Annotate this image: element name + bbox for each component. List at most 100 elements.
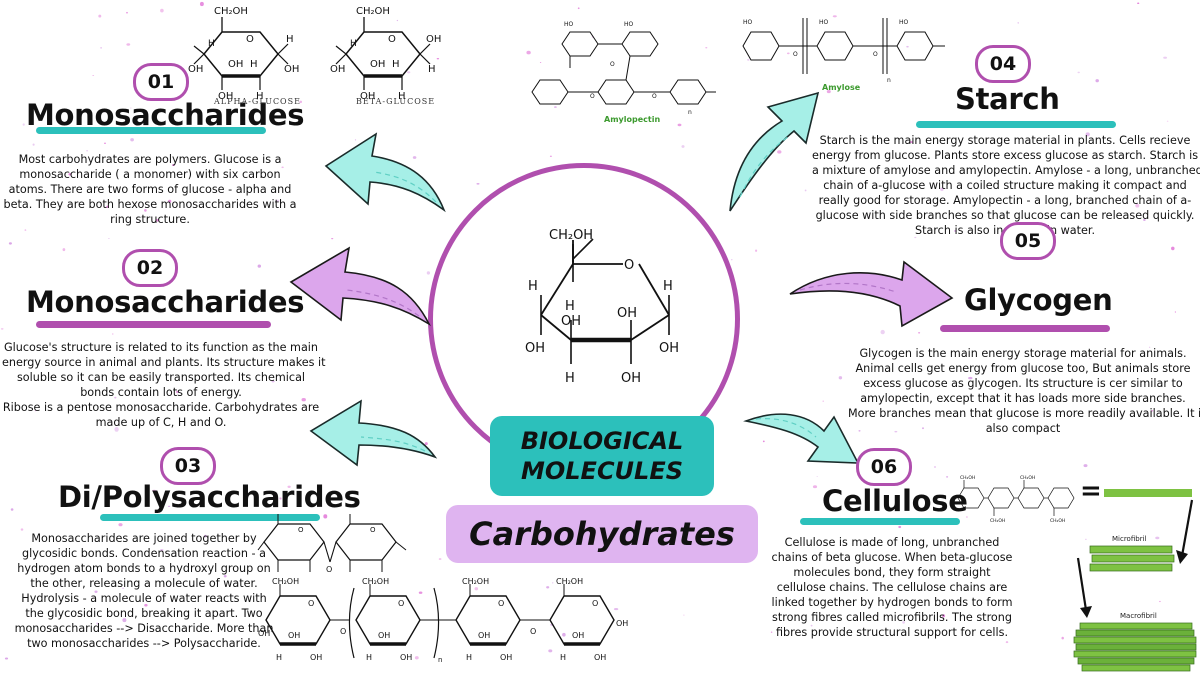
section-02-line: bonds contain lots of energy. bbox=[80, 386, 242, 399]
speckle-dot bbox=[126, 43, 131, 46]
speckle-dot bbox=[126, 11, 128, 14]
speckle-dot bbox=[20, 528, 24, 531]
section-02-underline bbox=[36, 321, 271, 328]
section-04-line: chain of a-glucose with a coiled structu… bbox=[823, 179, 1187, 192]
speckle-dot bbox=[918, 331, 921, 334]
speckle-dot bbox=[953, 230, 957, 232]
speckle-dot bbox=[92, 75, 95, 76]
speckle-dot bbox=[810, 624, 813, 627]
speckle-dot bbox=[526, 50, 531, 55]
speckle-dot bbox=[906, 45, 909, 48]
speckle-dot bbox=[1137, 2, 1140, 4]
speckle-dot bbox=[323, 514, 328, 519]
svg-text:OH: OH bbox=[310, 653, 322, 662]
svg-text:O: O bbox=[873, 51, 878, 58]
speckle-dot bbox=[106, 205, 109, 208]
microfibril-graphic bbox=[1089, 545, 1175, 572]
svg-text:H: H bbox=[208, 39, 215, 49]
speckle-dot bbox=[271, 380, 275, 383]
speckle-dot bbox=[957, 91, 960, 93]
oh-label-c2-up: OH bbox=[617, 306, 637, 321]
section-03-title: Di/Polysaccharides bbox=[58, 480, 361, 514]
svg-text:O: O bbox=[592, 599, 598, 608]
svg-text:OH: OH bbox=[616, 619, 628, 628]
section-02-line: energy source in animal and plants. Its … bbox=[2, 356, 326, 369]
speckle-dot bbox=[112, 333, 114, 335]
svg-text:OH: OH bbox=[284, 64, 299, 75]
svg-text:CH₂OH: CH₂OH bbox=[214, 6, 248, 17]
speckle-dot bbox=[223, 575, 227, 578]
svg-text:OH: OH bbox=[378, 631, 390, 640]
speckle-dot bbox=[62, 248, 66, 252]
svg-text:O: O bbox=[388, 34, 396, 45]
speckle-dot bbox=[299, 100, 303, 104]
section-03-line: the other, releasing a molecule of water… bbox=[30, 577, 258, 590]
banner-line-2: MOLECULES bbox=[520, 457, 684, 485]
speckle-dot bbox=[160, 549, 164, 551]
curved-arrow-06-icon bbox=[743, 413, 860, 464]
svg-text:OH: OH bbox=[228, 59, 243, 70]
speckle-dot bbox=[942, 614, 946, 618]
speckle-dot bbox=[122, 587, 125, 589]
speckle-dot bbox=[968, 376, 973, 380]
speckle-dot bbox=[100, 47, 102, 49]
svg-text:O: O bbox=[498, 599, 504, 608]
speckle-dot bbox=[562, 632, 566, 637]
svg-text:H: H bbox=[250, 59, 258, 70]
section-06-line: chains of beta glucose. When beta-glucos… bbox=[771, 551, 1013, 564]
svg-text:OH: OH bbox=[426, 34, 441, 45]
speckle-dot bbox=[1017, 22, 1019, 24]
speckle-dot bbox=[770, 631, 773, 633]
svg-text:H: H bbox=[366, 653, 372, 662]
svg-text:OH: OH bbox=[360, 91, 375, 102]
curved-arrow-04-icon bbox=[729, 91, 820, 212]
oh-label-c1: OH bbox=[659, 341, 679, 356]
speckle-dot bbox=[934, 466, 936, 468]
svg-text:OH: OH bbox=[288, 631, 300, 640]
svg-text:H: H bbox=[392, 59, 400, 70]
speckle-dot bbox=[8, 242, 12, 245]
chain-unit-3: CH₂OH O OH H OH bbox=[455, 577, 521, 662]
speckle-dot bbox=[275, 199, 280, 202]
svg-text:n: n bbox=[887, 77, 891, 84]
section-05-text: Glycogen is the main energy storage mate… bbox=[848, 346, 1200, 436]
beta-glucose-caption: BETA-GLUCOSE bbox=[356, 97, 436, 106]
speckle-dot bbox=[257, 264, 261, 268]
speckle-dot bbox=[922, 427, 924, 430]
speckle-dot bbox=[160, 8, 164, 13]
speckle-dot bbox=[548, 649, 553, 653]
speckle-dot bbox=[354, 139, 357, 141]
amylopectin-label: Amylopectin bbox=[604, 115, 661, 124]
speckle-dot bbox=[894, 430, 898, 433]
curved-arrow-05-icon bbox=[789, 260, 954, 328]
speckle-dot bbox=[32, 143, 35, 146]
speckle-dot bbox=[291, 113, 293, 115]
speckle-dot bbox=[68, 173, 72, 176]
speckle-dot bbox=[826, 90, 831, 94]
speckle-dot bbox=[816, 476, 818, 477]
speckle-dot bbox=[858, 430, 861, 432]
speckle-dot bbox=[156, 218, 159, 222]
ring-oxygen-label: O bbox=[624, 258, 634, 273]
speckle-dot bbox=[118, 491, 121, 494]
svg-text:H: H bbox=[398, 91, 406, 102]
svg-text:OH: OH bbox=[370, 59, 385, 70]
curved-arrow-01-icon bbox=[324, 132, 446, 213]
section-06-line: linked together by hydrogen bonds to for… bbox=[771, 596, 1013, 609]
equals-sign: = bbox=[1080, 476, 1102, 506]
svg-text:O: O bbox=[298, 526, 304, 534]
speckle-dot bbox=[1166, 120, 1169, 122]
speckle-dot bbox=[476, 183, 480, 185]
speckle-dot bbox=[331, 237, 334, 240]
speckle-dot bbox=[554, 106, 557, 109]
speckle-dot bbox=[24, 229, 27, 231]
speckle-dot bbox=[130, 107, 132, 109]
speckle-dot bbox=[122, 618, 127, 623]
speckle-dot bbox=[98, 14, 102, 18]
speckle-dot bbox=[812, 485, 818, 489]
svg-text:H: H bbox=[256, 91, 264, 102]
svg-text:OH: OH bbox=[400, 653, 412, 662]
section-02-line: Ribose is a pentose monosaccharide. Carb… bbox=[2, 401, 320, 414]
speckle-dot bbox=[1083, 464, 1088, 468]
svg-text:O: O bbox=[308, 599, 314, 608]
